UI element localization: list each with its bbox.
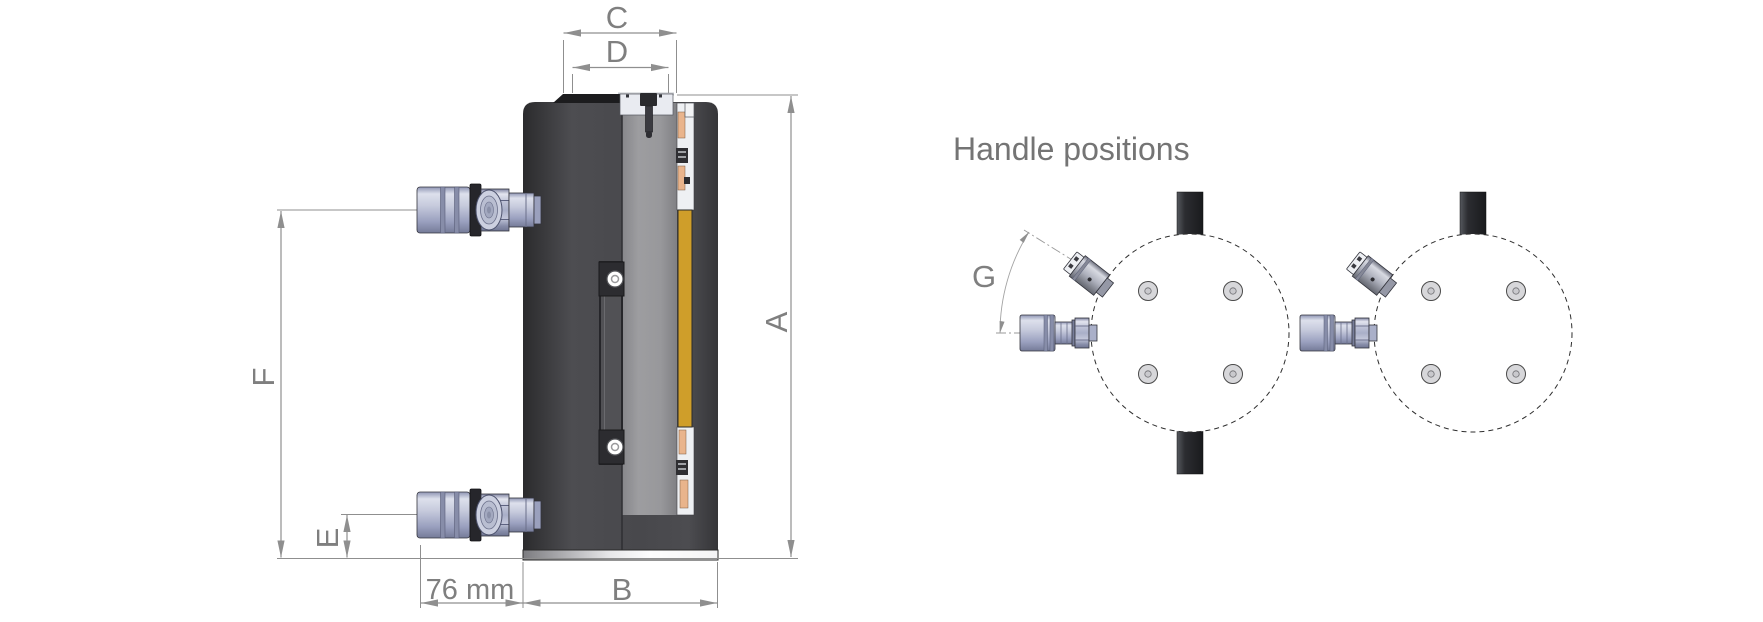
hydraulic-coupler-upper [416,183,542,237]
seal-ring [677,111,686,139]
seal-ring [678,429,687,455]
gland-detail [676,148,688,163]
handle-position-view-2 [1299,191,1573,433]
section-column [622,103,677,515]
piston-rod-strip [677,209,693,428]
hydraulic-coupler-lower [416,488,542,542]
dimensions: C D A F E [246,0,798,608]
seal-ring [677,165,686,191]
arrowhead [523,599,541,607]
dimension-label-c: C [606,0,628,35]
dimension-label-76mm: 76 mm [426,574,515,606]
bolt-hole [1506,281,1526,301]
hydraulic-coupler-horizontal [1019,314,1098,352]
dimension-label-e: E [310,528,345,549]
dimension-c: C [563,0,677,93]
bolt-hole [1223,281,1243,301]
dimension-label-g: G [972,259,996,294]
dimension-f: F [246,211,285,558]
arrowhead [787,540,795,557]
bolt-hole [1138,364,1158,384]
bolt-hole [1223,364,1243,384]
tie-rod-slot [598,261,625,465]
bolt-hole [1138,281,1158,301]
dimension-e: E [310,515,351,558]
base-saddle [522,549,719,561]
arrowhead [573,63,590,72]
dimension-76mm: 76 mm [420,545,524,608]
carry-handle-bottom [1176,427,1204,475]
tie-bolt-head [606,270,624,288]
cylinder-top-outline [1373,233,1573,433]
carry-handle-top [1176,191,1204,239]
dimension-b: B [523,562,718,608]
arrowhead [997,320,1005,334]
vent-bolt [640,93,657,138]
bolt-hole [1506,364,1526,384]
angled-port-axis [1023,229,1107,282]
seal-ring [679,479,689,509]
arrowhead [787,96,795,113]
carry-handle-top [1459,191,1487,239]
hydraulic-coupler-horizontal [1299,314,1378,352]
arrowhead [277,540,285,558]
cylinder-side-section-view [277,92,719,561]
dimension-label-a: A [759,311,794,332]
arrowhead [651,63,668,72]
tie-bolt-head [606,438,624,456]
bolt-hole [1421,364,1441,384]
bolt-hole [1421,281,1441,301]
gland-notch [684,102,695,118]
gland-detail [676,460,688,475]
dimension-label-f: F [246,368,281,387]
dimension-label-b: B [612,572,633,607]
dimension-d: D [572,34,669,93]
dimension-label-d: D [606,34,628,69]
handle-position-view-1: G [972,191,1290,475]
dimension-a: A [677,94,798,557]
arrowhead [277,211,285,228]
saddle-plate [553,94,620,103]
gland-detail [684,177,690,184]
arrowhead [564,29,581,37]
cylinder-top-outline [1090,233,1290,433]
arrowhead [659,29,676,37]
arrowhead [700,599,717,607]
handle-positions-title: Handle positions [953,131,1190,167]
